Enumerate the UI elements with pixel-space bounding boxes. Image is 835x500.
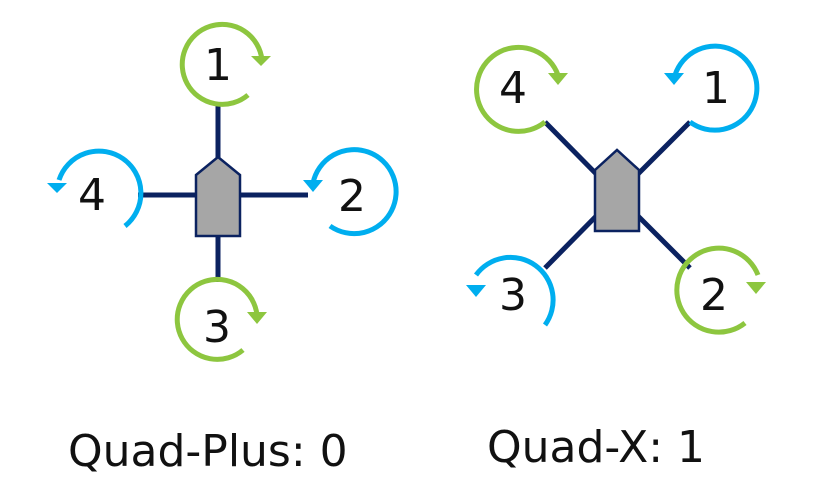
quad-x-rotation-arrow-3	[473, 254, 556, 327]
quad-x-motor-label-4: 4	[499, 63, 527, 114]
quad-plus-arrowhead-4	[47, 183, 67, 193]
quad-x-body	[593, 148, 641, 233]
quad-x-motor-3: 3	[466, 254, 556, 327]
quad-x-motor-4: 4	[474, 44, 568, 134]
quad-x-motor-label-2: 2	[700, 270, 728, 321]
quad-plus-arrowhead-1	[251, 56, 271, 66]
quad-x-rotation-arrow-1	[672, 43, 760, 133]
quad-plus-motor-4: 4	[47, 148, 144, 228]
quad-x-motor-label-3: 3	[499, 270, 527, 321]
quad-plus-motor-label-4: 4	[78, 170, 106, 221]
quad-plus-caption: Quad-Plus: 0	[68, 426, 348, 477]
quad-plus-diagram: 1 2 3 4	[47, 21, 399, 362]
quad-plus-rotation-arrow-4	[56, 148, 144, 228]
quad-x-arrowhead-1	[664, 73, 684, 85]
quad-plus-rotation-arrow-3	[174, 276, 260, 362]
quad-x-rotation-arrow-2	[674, 245, 761, 335]
quad-x-caption: Quad-X: 1	[487, 422, 706, 473]
quad-plus-motor-label-2: 2	[338, 171, 366, 222]
quad-plus-motor-2: 2	[303, 147, 399, 237]
quad-x-motor-1: 1	[664, 43, 760, 133]
quad-plus-arrowhead-2	[303, 180, 323, 192]
quad-plus-motor-3: 3	[174, 276, 267, 362]
quad-plus-motor-label-1: 1	[204, 40, 232, 91]
quad-x-rotation-arrow-4	[474, 44, 561, 134]
quad-x-arrowhead-3	[466, 285, 486, 297]
quad-x-motor-label-1: 1	[702, 63, 730, 114]
quad-plus-rotation-arrow-1	[179, 21, 265, 107]
quad-x-arrowhead-4	[548, 73, 568, 85]
quad-x-motor-2: 2	[674, 245, 766, 335]
quad-plus-body	[194, 155, 242, 238]
quad-plus-rotation-arrow-2	[310, 147, 399, 237]
quad-x-diagram: 1 2 3 4	[466, 43, 766, 335]
quad-x-arrowhead-2	[746, 282, 766, 294]
quad-plus-motor-label-3: 3	[203, 302, 231, 353]
quad-plus-motor-1: 1	[179, 21, 271, 107]
quad-plus-arrowhead-3	[247, 312, 267, 324]
